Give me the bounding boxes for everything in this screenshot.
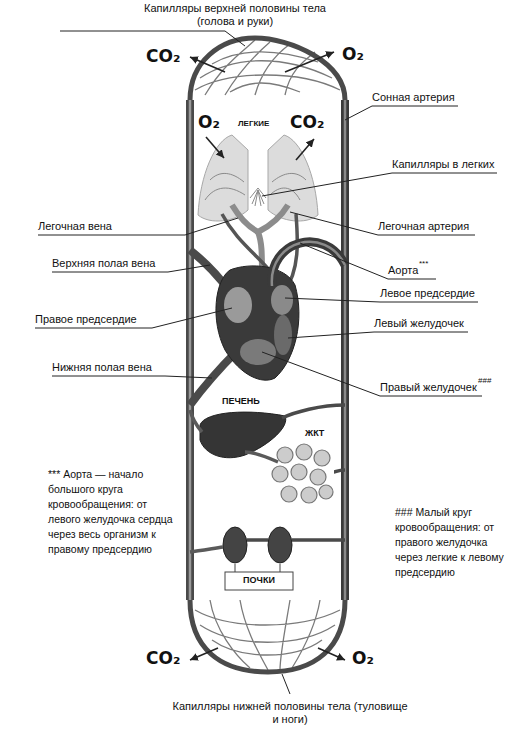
gas-label: O₂ <box>342 44 364 64</box>
leader-line <box>262 352 482 396</box>
capillary-caption: Капилляры нижней половины тела (туловище… <box>170 700 410 726</box>
left-kidney <box>223 527 247 563</box>
leader-line <box>38 218 238 235</box>
vena-cava-lumen <box>189 100 192 600</box>
leader-line <box>35 308 232 328</box>
gas-label: CO₂ <box>146 46 180 66</box>
leader-line <box>60 31 245 46</box>
gas-label: O₂ <box>198 112 220 132</box>
leader-line <box>288 332 468 338</box>
kidney-bracket-lines <box>235 564 280 572</box>
aorta-vessel <box>341 100 349 600</box>
intestine-loop <box>301 487 317 503</box>
intestine-loop <box>281 486 297 502</box>
gas-arrow <box>190 57 225 72</box>
leader-line <box>262 173 497 196</box>
vena-cava-vessel <box>186 100 194 600</box>
organ-label: ЛЕГКИЕ <box>238 119 269 129</box>
capillary-caption: Капилляры верхней половины тела (голова … <box>130 2 340 28</box>
organ-label: ЖКТ <box>305 428 324 439</box>
heart-chamber-label: Левое предсердие <box>380 287 475 300</box>
vessel-label: Аорта <box>388 264 418 277</box>
vessel-label: Легочная артерия <box>378 220 469 233</box>
intestine-loop <box>319 485 333 499</box>
left-ventricle <box>274 315 292 355</box>
leader-line <box>52 376 212 378</box>
gas-arrow <box>285 52 334 72</box>
heart <box>216 266 299 380</box>
left-atrium <box>271 285 293 315</box>
gas-arrow <box>318 648 345 660</box>
organ-label: ПЕЧЕНЬ <box>222 396 260 407</box>
heart-chamber-label: Правый желудочек <box>380 381 477 394</box>
aortic-arch <box>272 242 345 286</box>
leader-line <box>300 243 436 279</box>
footnote-text: ### Малый круг кровообращения: от правог… <box>395 505 517 580</box>
vessel-label: Легочная вена <box>38 220 112 233</box>
right-atrium <box>224 287 252 323</box>
organ-label: ПОЧКИ <box>225 575 293 586</box>
gas-label: CO₂ <box>290 112 324 132</box>
capillary-label: Капилляры в легких <box>392 158 494 171</box>
intestine-loop <box>272 466 288 482</box>
footnote-text: *** Аорта — начало большого круга кровоо… <box>48 467 173 557</box>
gas-arrow <box>296 139 314 160</box>
intestine <box>272 444 333 503</box>
footnote-mark: ### <box>478 376 491 386</box>
footnote-mark: *** <box>419 259 428 269</box>
leader-line <box>345 106 458 120</box>
heart-chamber-label: Левый желудочек <box>374 317 464 330</box>
right-kidney <box>268 527 292 563</box>
intestine-loop <box>277 447 293 463</box>
leader-line <box>290 212 475 235</box>
intestine-loop <box>291 464 307 480</box>
vessel-label: Нижняя полая вена <box>52 361 152 374</box>
leader-lines <box>35 31 497 694</box>
vessel-label: Верхняя полая вена <box>52 257 155 270</box>
intestine-loop <box>296 444 312 460</box>
upper-capillary-loop <box>190 38 345 100</box>
aortic-arch-lumen <box>272 242 345 286</box>
organ-arteries <box>247 405 345 540</box>
gas-label: O₂ <box>352 648 374 668</box>
gas-arrow <box>190 648 218 660</box>
leader-line <box>282 674 290 694</box>
lung-capillary-net <box>205 173 306 206</box>
aorta-lumen <box>344 100 347 600</box>
liver <box>200 412 286 458</box>
gas-label: CO₂ <box>146 648 180 668</box>
intestine-loop <box>310 469 326 485</box>
vessel-label: Сонная артерия <box>372 91 455 104</box>
right-lung <box>268 135 318 221</box>
organ-veins <box>190 410 278 552</box>
left-lung <box>198 135 248 221</box>
heart-chamber-label: Правое предсердие <box>35 313 137 326</box>
lower-capillary-loop <box>190 600 345 672</box>
right-ventricle <box>240 339 276 365</box>
kidney-label-bracket <box>225 572 293 590</box>
intestine-loop <box>314 450 330 466</box>
gas-arrow <box>206 137 224 158</box>
